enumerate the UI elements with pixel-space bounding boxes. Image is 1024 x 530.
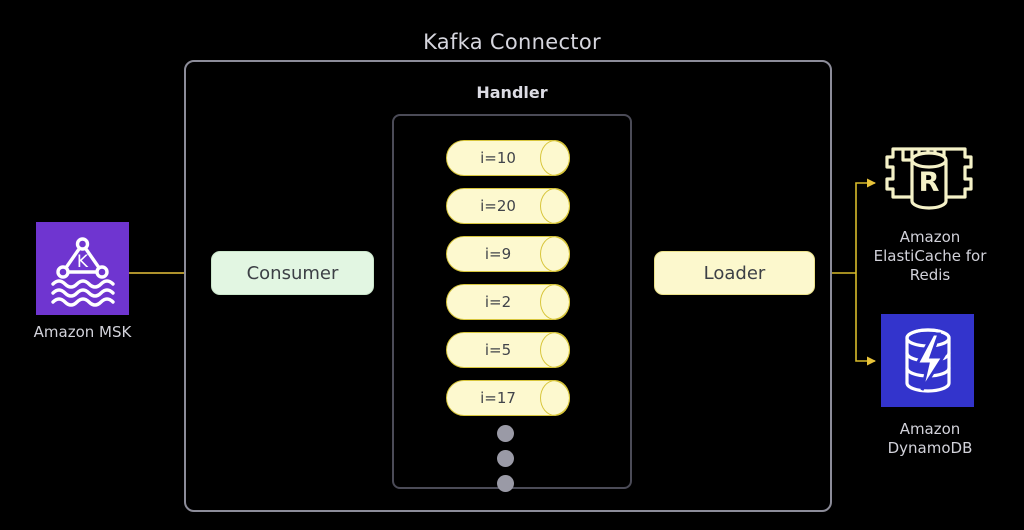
- queue-label: i=17: [480, 389, 516, 407]
- cylinder-cap: [540, 236, 570, 272]
- amazon-dynamodb-icon[interactable]: [881, 314, 974, 407]
- overflow-dot-icon: [497, 450, 514, 467]
- amazon-msk-icon[interactable]: K: [36, 222, 129, 315]
- cylinder-cap: [540, 284, 570, 320]
- loader-label: Loader: [703, 262, 766, 284]
- queue-cylinder[interactable]: i=10: [446, 140, 570, 176]
- overflow-dot-icon: [497, 425, 514, 442]
- label-line: Amazon: [899, 420, 961, 438]
- queue-label: i=9: [484, 245, 512, 263]
- handler-container: [392, 114, 632, 489]
- svg-text:K: K: [77, 252, 89, 272]
- cylinder-cap: [540, 332, 570, 368]
- overflow-dot-icon: [497, 475, 514, 492]
- queue-cylinder[interactable]: i=17: [446, 380, 570, 416]
- queue-cylinder[interactable]: i=9: [446, 236, 570, 272]
- queue-label: i=5: [484, 341, 512, 359]
- cylinder-cap: [540, 380, 570, 416]
- consumer-node[interactable]: Consumer: [211, 251, 374, 295]
- amazon-dynamodb-label: Amazon DynamoDB: [860, 420, 1000, 458]
- consumer-label: Consumer: [246, 262, 339, 284]
- cylinder-cap: [540, 140, 570, 176]
- label-line: Amazon: [899, 228, 961, 246]
- label-line: Redis: [909, 266, 951, 284]
- queue-cylinder[interactable]: i=5: [446, 332, 570, 368]
- queue-cylinder[interactable]: i=2: [446, 284, 570, 320]
- label-line: DynamoDB: [887, 439, 973, 457]
- handler-title: Handler: [476, 83, 548, 102]
- queue-label: i=20: [480, 197, 516, 215]
- amazon-elasticache-redis-label: Amazon ElastiCache for Redis: [860, 228, 1000, 285]
- svg-text:R: R: [919, 167, 940, 198]
- amazon-msk-label: Amazon MSK: [33, 323, 132, 341]
- cylinder-cap: [540, 188, 570, 224]
- queue-label: i=10: [480, 149, 516, 167]
- queue-cylinder[interactable]: i=20: [446, 188, 570, 224]
- label-line: ElastiCache for: [873, 247, 987, 265]
- queue-label: i=2: [484, 293, 512, 311]
- loader-node[interactable]: Loader: [654, 251, 815, 295]
- page-title: Kafka Connector: [423, 30, 601, 54]
- amazon-elasticache-redis-icon[interactable]: R: [881, 127, 977, 223]
